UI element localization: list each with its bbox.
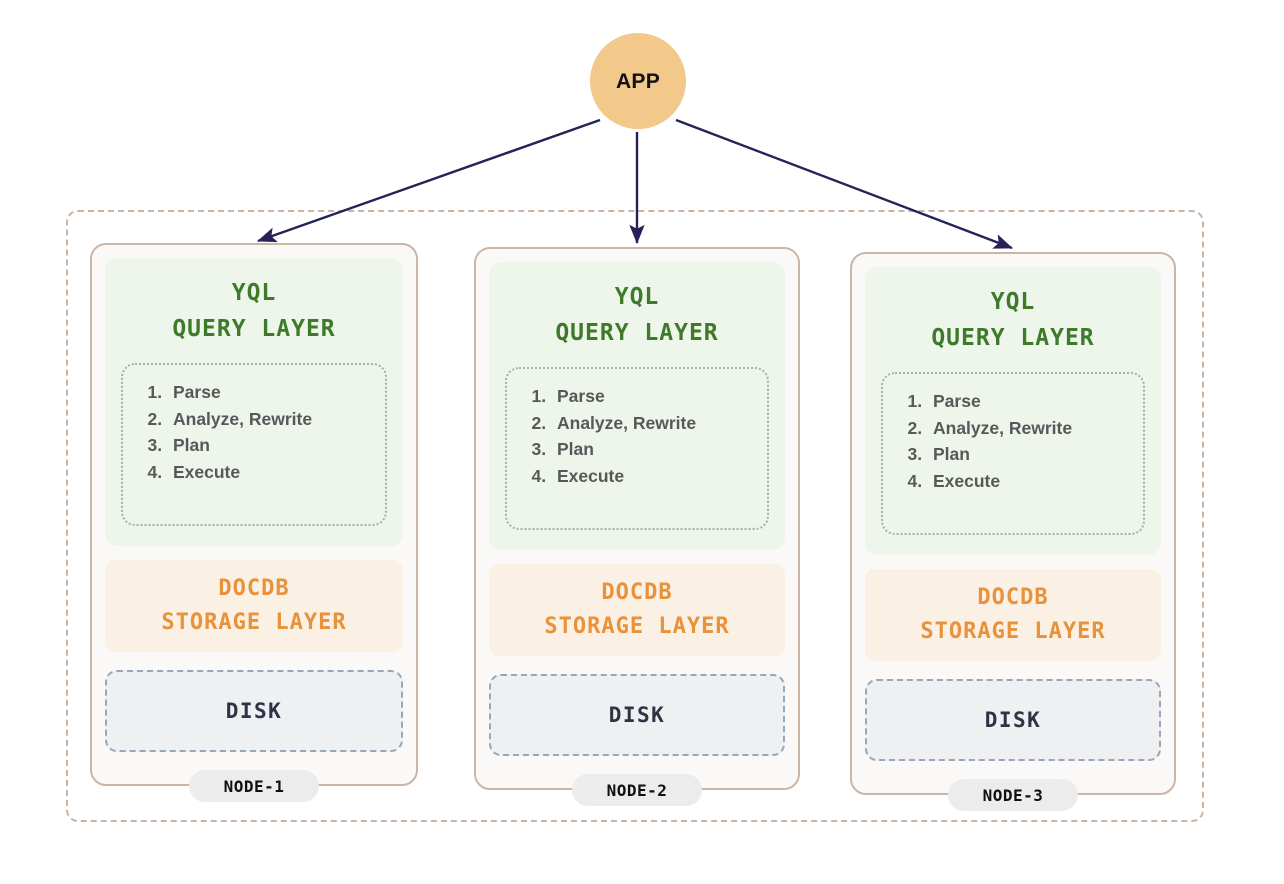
query-layer-title-1: YQL QUERY LAYER — [172, 276, 335, 347]
query-layer-title-line1-3: YQL — [990, 289, 1036, 315]
query-step-item: Analyze, Rewrite — [551, 410, 696, 437]
query-step-item: Execute — [927, 468, 1072, 495]
query-step-item: Analyze, Rewrite — [167, 406, 312, 433]
disk-block-1: DISK — [105, 670, 403, 752]
node-badge-3: NODE-3 — [948, 779, 1078, 811]
storage-layer-2: DOCDB STORAGE LAYER — [489, 564, 785, 656]
storage-layer-title-3: DOCDB STORAGE LAYER — [920, 581, 1105, 649]
cluster-boundary — [66, 210, 1204, 822]
query-layer-title-line1-1: YQL — [231, 280, 277, 306]
node-badge-label-3: NODE-3 — [982, 785, 1044, 805]
storage-layer-title-line1-3: DOCDB — [977, 584, 1049, 610]
disk-label-2: DISK — [608, 703, 666, 727]
query-layer-title-2: YQL QUERY LAYER — [555, 280, 718, 351]
node-badge-label-1: NODE-1 — [223, 776, 285, 796]
node-card-3[interactable]: YQL QUERY LAYER Parse Analyze, Rewrite P… — [850, 252, 1176, 795]
query-step-item: Analyze, Rewrite — [927, 415, 1072, 442]
query-layer-title-line2-1: QUERY LAYER — [172, 315, 336, 342]
query-layer-title-line2-2: QUERY LAYER — [555, 319, 719, 346]
query-step-item: Parse — [167, 379, 312, 406]
query-layer-3: YQL QUERY LAYER Parse Analyze, Rewrite P… — [865, 267, 1161, 555]
query-step-item: Execute — [167, 459, 312, 486]
disk-label-1: DISK — [225, 699, 283, 723]
query-step-item: Parse — [927, 388, 1072, 415]
storage-layer-title-line2-2: STORAGE LAYER — [544, 614, 730, 639]
disk-block-2: DISK — [489, 674, 785, 756]
storage-layer-3: DOCDB STORAGE LAYER — [865, 569, 1161, 661]
query-step-item: Parse — [551, 383, 696, 410]
app-label: APP — [615, 69, 661, 93]
query-steps-box-3: Parse Analyze, Rewrite Plan Execute — [881, 372, 1145, 535]
query-steps-list-3: Parse Analyze, Rewrite Plan Execute — [901, 388, 1072, 494]
query-layer-title-line2-3: QUERY LAYER — [931, 324, 1095, 351]
query-layer-title-line1-2: YQL — [614, 284, 660, 310]
node-card-1[interactable]: YQL QUERY LAYER Parse Analyze, Rewrite P… — [90, 243, 418, 786]
query-steps-box-1: Parse Analyze, Rewrite Plan Execute — [121, 363, 387, 526]
query-step-item: Execute — [551, 463, 696, 490]
node-badge-1: NODE-1 — [189, 770, 319, 802]
storage-layer-1: DOCDB STORAGE LAYER — [105, 560, 403, 652]
storage-layer-title-line2-1: STORAGE LAYER — [161, 610, 347, 635]
query-step-item: Plan — [927, 441, 1072, 468]
storage-layer-title-line2-3: STORAGE LAYER — [920, 619, 1106, 644]
disk-label-3: DISK — [984, 708, 1042, 732]
query-layer-2: YQL QUERY LAYER Parse Analyze, Rewrite P… — [489, 262, 785, 550]
disk-block-3: DISK — [865, 679, 1161, 761]
node-card-2[interactable]: YQL QUERY LAYER Parse Analyze, Rewrite P… — [474, 247, 800, 790]
query-layer-title-3: YQL QUERY LAYER — [931, 285, 1094, 356]
query-steps-list-1: Parse Analyze, Rewrite Plan Execute — [141, 379, 312, 485]
query-step-item: Plan — [167, 432, 312, 459]
storage-layer-title-line1-2: DOCDB — [601, 579, 673, 605]
node-badge-2: NODE-2 — [572, 774, 702, 806]
storage-layer-title-line1-1: DOCDB — [218, 575, 290, 601]
query-steps-box-2: Parse Analyze, Rewrite Plan Execute — [505, 367, 769, 530]
storage-layer-title-2: DOCDB STORAGE LAYER — [544, 576, 729, 644]
query-layer-1: YQL QUERY LAYER Parse Analyze, Rewrite P… — [105, 258, 403, 546]
query-step-item: Plan — [551, 436, 696, 463]
node-badge-label-2: NODE-2 — [606, 780, 668, 800]
app-client-node[interactable]: APP — [590, 33, 686, 129]
query-steps-list-2: Parse Analyze, Rewrite Plan Execute — [525, 383, 696, 489]
storage-layer-title-1: DOCDB STORAGE LAYER — [161, 572, 346, 640]
